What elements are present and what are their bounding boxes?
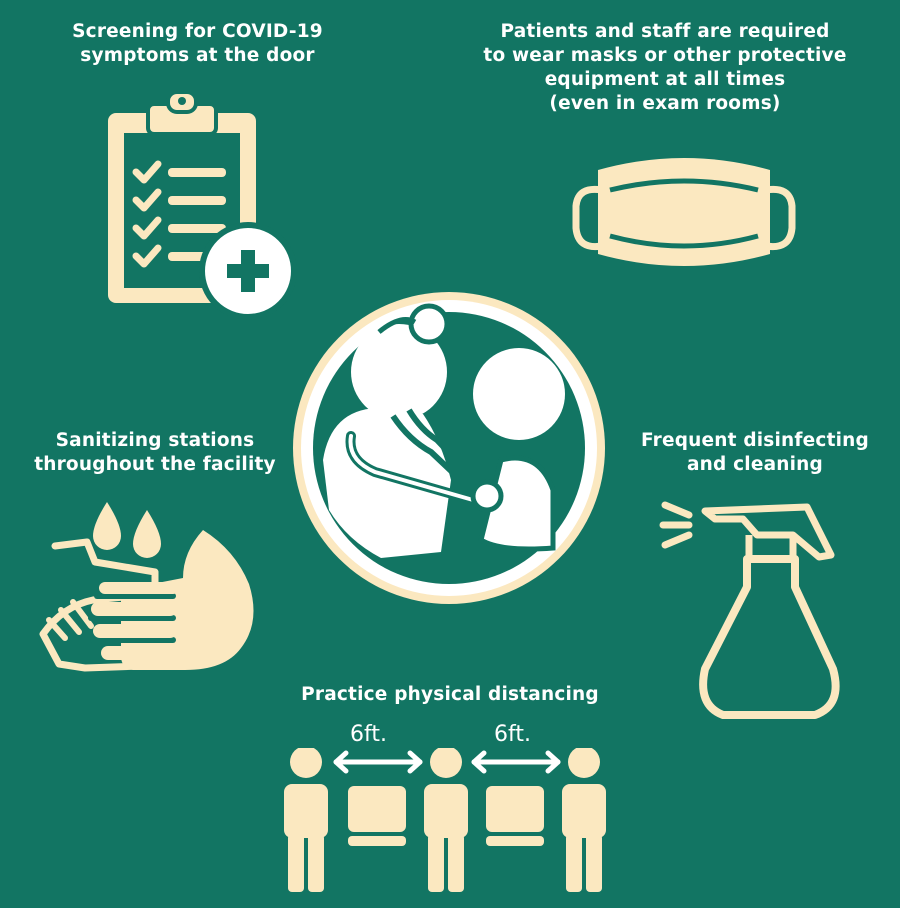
caption-sanitizing: Sanitizing stations throughout the facil…: [20, 429, 290, 477]
caption-distancing: Practice physical distancing: [240, 683, 660, 707]
caption-line: throughout the facility: [34, 454, 276, 475]
caption-line: to wear masks or other protective: [483, 45, 847, 66]
caption-line: (even in exam rooms): [549, 93, 781, 114]
face-mask-icon: [572, 158, 796, 266]
caption-disinfecting: Frequent disinfecting and cleaning: [630, 429, 880, 477]
caption-line: Patients and staff are required: [500, 21, 830, 42]
hand-sanitizer-icon: [39, 502, 254, 672]
caption-line: equipment at all times: [544, 69, 786, 90]
caption-line: Screening for COVID-19: [72, 21, 323, 42]
doctor-patient-icon: [293, 292, 605, 604]
distance-label-left: 6ft.: [350, 722, 387, 747]
physical-distancing-icon: [284, 748, 606, 892]
caption-line: Practice physical distancing: [301, 684, 599, 705]
caption-line: symptoms at the door: [80, 45, 315, 66]
clipboard-checklist-icon: [108, 90, 297, 320]
caption-line: and cleaning: [686, 454, 823, 475]
caption-masks: Patients and staff are required to wear …: [470, 20, 860, 116]
caption-screening: Screening for COVID-19 symptoms at the d…: [40, 20, 355, 68]
spray-bottle-icon: [659, 501, 840, 719]
caption-line: Frequent disinfecting: [640, 430, 869, 451]
caption-line: Sanitizing stations: [55, 430, 255, 451]
distance-label-right: 6ft.: [494, 722, 531, 747]
